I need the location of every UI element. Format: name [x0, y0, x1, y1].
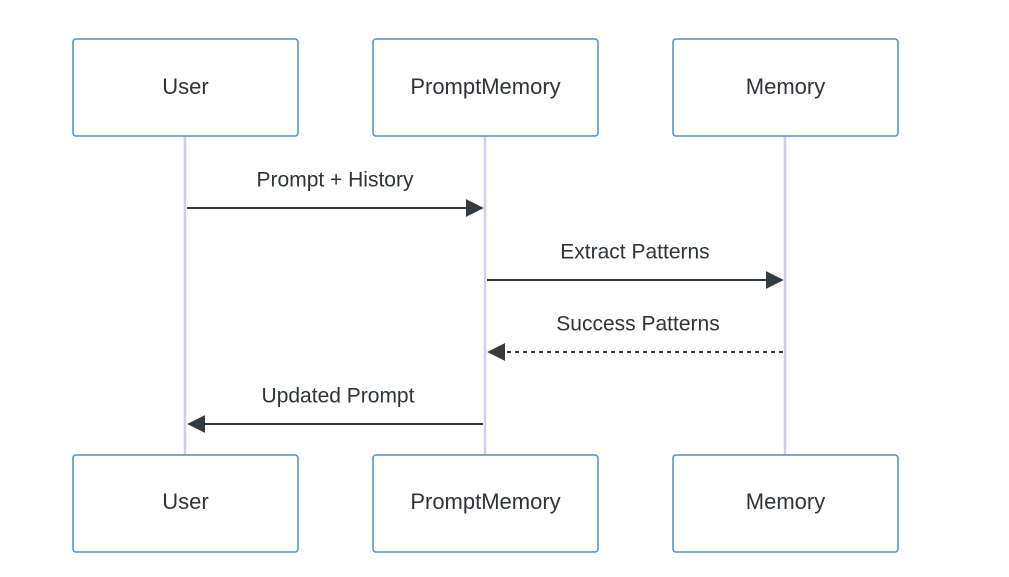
actor-box-top-memory: Memory — [672, 38, 899, 137]
actor-label-top-promptmemory: PromptMemory — [410, 74, 560, 99]
actor-label-bottom-memory: Memory — [746, 489, 825, 514]
message-updated-prompt: Updated Prompt — [187, 385, 483, 433]
actor-label-top-user: User — [162, 74, 208, 99]
actor-label-top-memory: Memory — [746, 74, 825, 99]
message-label: Extract Patterns — [560, 241, 709, 264]
message-label: Updated Prompt — [262, 385, 415, 408]
message-label: Success Patterns — [556, 313, 719, 336]
actor-label-bottom-user: User — [162, 489, 208, 514]
actor-box-bottom-memory: Memory — [672, 454, 899, 553]
actor-label-bottom-promptmemory: PromptMemory — [410, 489, 560, 514]
message-success-patterns: Success Patterns — [487, 313, 783, 361]
actor-box-bottom-promptmemory: PromptMemory — [372, 454, 599, 553]
message-prompt-history: Prompt + History — [187, 169, 484, 217]
actor-box-top-promptmemory: PromptMemory — [372, 38, 599, 137]
message-extract-patterns: Extract Patterns — [487, 241, 784, 289]
actor-box-top-user: User — [72, 38, 299, 137]
message-label: Prompt + History — [257, 169, 414, 192]
actor-box-bottom-user: User — [72, 454, 299, 553]
